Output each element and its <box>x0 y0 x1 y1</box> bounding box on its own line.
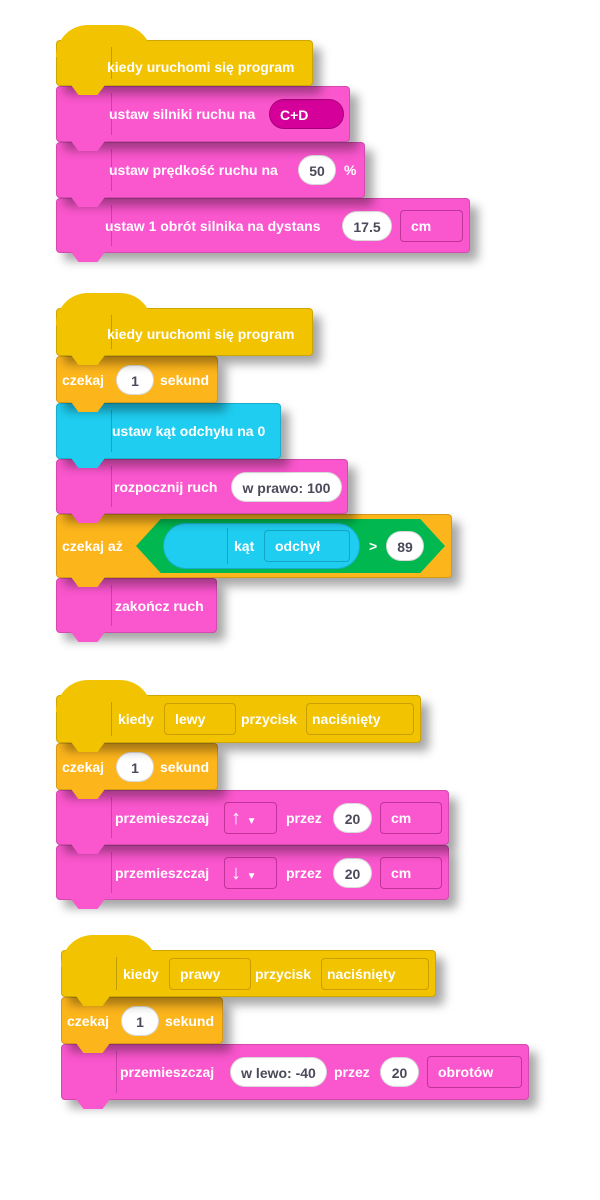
button-label: przycisk <box>241 711 298 727</box>
axis-dropdown[interactable]: odchył <box>264 530 350 562</box>
block-label: czekaj <box>62 371 105 388</box>
block-move-steering[interactable]: przemieszczaj w lewo: -40 przez 20 obrot… <box>61 1044 529 1100</box>
hat-when-left-button-pressed[interactable]: kiedy lewy przycisk naciśnięty <box>56 680 421 743</box>
through-label: przez <box>286 864 322 881</box>
hat-when-right-button-pressed[interactable]: kiedy prawy przycisk naciśnięty <box>61 935 436 997</box>
unit-dropdown[interactable]: cm <box>380 856 442 889</box>
port-dropdown[interactable]: C+D <box>269 99 344 129</box>
block-set-speed[interactable]: ustaw prędkość ruchu na 50 % <box>56 142 365 198</box>
divider <box>227 528 228 564</box>
block-move-down[interactable]: przemieszczaj ↓ ▼ przez 20 cm <box>56 845 449 900</box>
seconds-input[interactable]: 1 <box>121 1005 159 1036</box>
steering-input[interactable]: w lewo: -40 <box>230 1057 327 1087</box>
state-dropdown[interactable]: naciśnięty <box>321 957 429 990</box>
angle-label: kąt <box>234 538 255 554</box>
divider <box>111 47 112 79</box>
button-dropdown[interactable]: lewy <box>164 703 236 735</box>
threshold-input[interactable]: 89 <box>386 531 424 561</box>
speed-input[interactable]: 50 <box>298 155 336 185</box>
block-move-up[interactable]: przemieszczaj ↑ ▼ przez 20 cm <box>56 790 449 845</box>
unit-dropdown[interactable]: cm <box>380 801 442 834</box>
button-dropdown[interactable]: prawy <box>169 957 251 990</box>
divider <box>116 957 117 990</box>
block-stop-moving[interactable]: zakończ ruch <box>56 578 217 633</box>
amount-input[interactable]: 20 <box>380 1057 419 1087</box>
when-label: kiedy <box>123 965 159 982</box>
divider <box>111 702 112 736</box>
block-label: kiedy uruchomi się program <box>107 326 295 343</box>
block-label: ustaw kąt odchyłu na 0 <box>112 423 266 439</box>
block-label: czekaj <box>67 1012 110 1029</box>
divider <box>111 315 112 349</box>
divider <box>111 205 112 246</box>
divider <box>111 466 112 507</box>
chevron-down-icon: ▼ <box>246 870 257 882</box>
block-wait-seconds[interactable]: czekaj 1 sekund <box>56 743 218 790</box>
block-label: przemieszczaj <box>115 809 210 826</box>
block-set-motors[interactable]: ustaw silniki ruchu na C+D <box>56 86 350 142</box>
operator-symbol: > <box>369 538 378 554</box>
sensor-angle-reporter[interactable]: kąt odchył <box>163 523 360 569</box>
button-label: przycisk <box>255 965 312 982</box>
distance-input[interactable]: 20 <box>333 857 372 888</box>
unit-dropdown[interactable]: obrotów <box>427 1056 522 1088</box>
direction-dropdown[interactable]: ↑ ▼ <box>224 801 277 834</box>
divider <box>116 1051 117 1093</box>
divider <box>111 410 112 452</box>
distance-input[interactable]: 20 <box>333 802 372 833</box>
distance-input[interactable]: 17.5 <box>342 210 392 241</box>
unit-label: % <box>344 162 357 178</box>
block-label: ustaw 1 obrót silnika na dystans <box>105 217 321 234</box>
block-label: czekaj aż <box>62 538 123 554</box>
direction-dropdown[interactable]: ↓ ▼ <box>224 856 277 889</box>
hat-when-program-starts[interactable]: kiedy uruchomi się program <box>56 25 313 86</box>
arrow-down-icon: ↓ <box>231 861 241 884</box>
unit-dropdown[interactable]: cm <box>400 209 463 242</box>
steering-input[interactable]: w prawo: 100 <box>231 471 342 502</box>
divider <box>111 585 112 626</box>
divider <box>111 852 112 893</box>
block-wait-until[interactable]: czekaj aż kąt odchył > 89 <box>56 514 452 578</box>
block-wait-seconds[interactable]: czekaj 1 sekund <box>56 356 218 403</box>
seconds-input[interactable]: 1 <box>116 364 154 395</box>
block-label: kiedy uruchomi się program <box>107 59 295 76</box>
divider <box>111 149 112 191</box>
chevron-down-icon: ▼ <box>246 815 257 827</box>
state-dropdown[interactable]: naciśnięty <box>306 703 414 735</box>
through-label: przez <box>334 1064 370 1080</box>
arrow-up-icon: ↑ <box>231 806 241 829</box>
block-label: czekaj <box>62 758 105 775</box>
block-label: przemieszczaj <box>120 1064 215 1080</box>
unit-label: sekund <box>165 1012 215 1029</box>
unit-label: sekund <box>160 371 210 388</box>
seconds-input[interactable]: 1 <box>116 751 154 782</box>
divider <box>111 93 112 135</box>
block-set-yaw[interactable]: ustaw kąt odchyłu na 0 <box>56 403 281 459</box>
block-label: rozpocznij ruch <box>114 478 218 495</box>
through-label: przez <box>286 809 322 826</box>
block-label: zakończ ruch <box>115 597 204 614</box>
hat-when-program-starts[interactable]: kiedy uruchomi się program <box>56 293 313 356</box>
when-label: kiedy <box>118 711 154 727</box>
block-set-rotation-distance[interactable]: ustaw 1 obrót silnika na dystans 17.5 cm <box>56 198 470 253</box>
divider <box>111 797 112 838</box>
block-start-moving[interactable]: rozpocznij ruch w prawo: 100 <box>56 459 348 514</box>
block-label: ustaw silniki ruchu na <box>109 106 256 122</box>
block-label: przemieszczaj <box>115 864 210 881</box>
unit-label: sekund <box>160 758 210 775</box>
block-label: ustaw prędkość ruchu na <box>109 162 278 178</box>
